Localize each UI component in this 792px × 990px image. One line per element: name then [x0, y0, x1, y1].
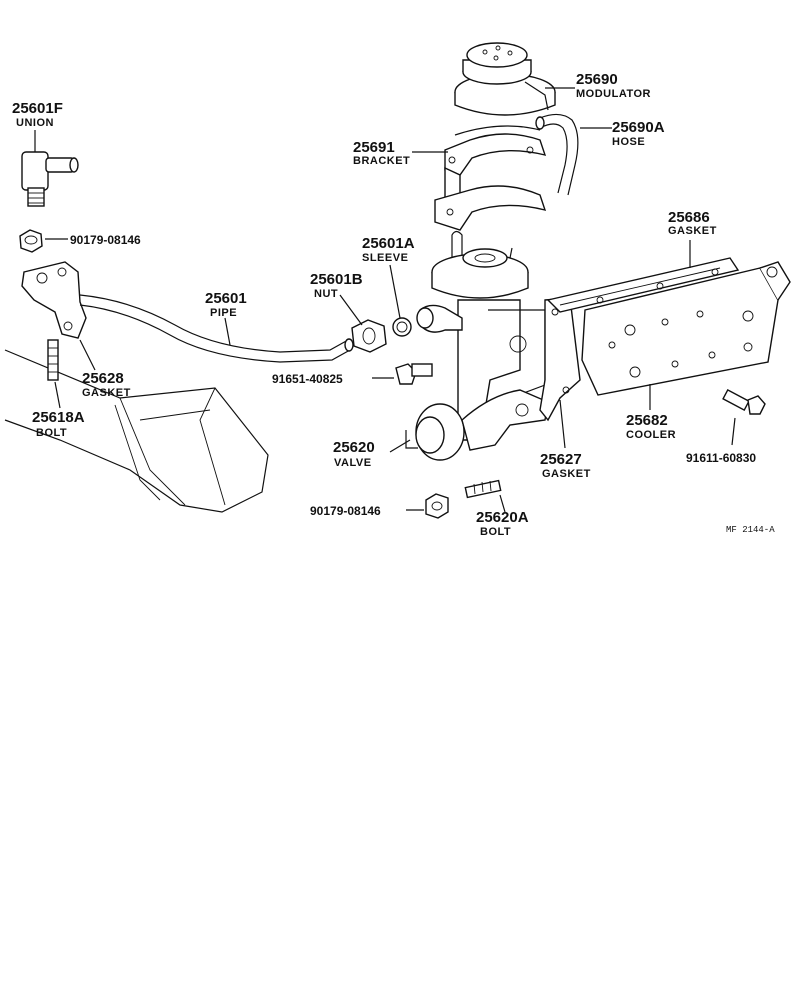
label-25691: 25691 BRACKET: [353, 139, 410, 167]
part-number: 25601B: [310, 271, 363, 288]
part-name: BRACKET: [353, 155, 410, 167]
part-number: 25601A: [362, 235, 415, 252]
label-25620: 25620 VALVE: [333, 439, 375, 469]
stud-bolt-part: [464, 479, 502, 499]
part-number: 91651-40825: [272, 372, 343, 386]
part-name: GASKET: [542, 468, 591, 480]
part-number: 25620A: [476, 509, 529, 526]
label-91651: 91651-40825: [272, 372, 343, 386]
label-25627: 25627 GASKET: [540, 451, 591, 480]
part-name: HOSE: [612, 136, 645, 148]
label-25628: 25628 GASKET: [82, 370, 131, 399]
part-number: 25628: [82, 370, 124, 387]
label-25601B: 25601B NUT: [310, 271, 363, 300]
bolt-part-left: [47, 339, 59, 381]
nut-part-lower: [406, 493, 449, 519]
part-name: MODULATOR: [576, 88, 651, 100]
label-25686: 25686 GASKET: [668, 209, 717, 237]
pipe-part: [21, 261, 354, 363]
label-25601A: 25601A SLEEVE: [362, 235, 415, 264]
label-25620A: 25620A BOLT: [476, 509, 529, 538]
bolt-part-cooler: [722, 389, 766, 415]
label-91611: 91611-60830: [686, 451, 756, 465]
part-number: 25690A: [612, 119, 665, 136]
nut-sleeve-parts: [351, 317, 412, 353]
leader-lines: [34, 87, 736, 513]
bolt-part-union: [372, 363, 433, 385]
part-number: 25620: [333, 439, 375, 456]
label-90179-lower: 90179-08146: [310, 504, 381, 518]
part-number: 25618A: [32, 409, 85, 426]
part-name: BOLT: [480, 526, 511, 538]
part-name: VALVE: [334, 457, 372, 469]
gasket-plate-part: [539, 297, 581, 422]
label-25601F: 25601F UNION: [12, 100, 63, 129]
part-number: 25601F: [12, 100, 63, 117]
cooler-part: [581, 261, 791, 396]
gasket-large-part: [546, 257, 740, 313]
part-name: PIPE: [210, 307, 237, 319]
label-25690: 25690 MODULATOR: [576, 71, 651, 100]
label-25690A: 25690A HOSE: [612, 119, 665, 148]
part-name: GASKET: [668, 225, 717, 237]
part-name: BOLT: [36, 427, 67, 439]
part-number: 25682: [626, 412, 668, 429]
bracket-part: [434, 125, 547, 231]
engine-block-illustration: [4, 349, 269, 513]
hose-part: [535, 113, 579, 196]
part-name: NUT: [314, 288, 338, 300]
part-name: SLEEVE: [362, 252, 408, 264]
part-number: 90179-08146: [70, 233, 141, 247]
valve-part: [405, 389, 549, 461]
modulator-part: [454, 42, 556, 116]
part-number: 25686: [668, 209, 710, 226]
part-name: GASKET: [82, 387, 131, 399]
label-25601: 25601 PIPE: [205, 290, 247, 319]
part-number: 91611-60830: [686, 451, 756, 465]
part-name: COOLER: [626, 429, 676, 441]
part-number: 25601: [205, 290, 247, 307]
label-25618A: 25618A BOLT: [32, 409, 85, 439]
nut-part-upper: [19, 229, 68, 253]
label-90179-upper: 90179-08146: [70, 233, 141, 247]
figure-reference: MF 2144-A: [726, 525, 775, 535]
label-25682: 25682 COOLER: [626, 412, 676, 441]
part-name: UNION: [16, 117, 54, 129]
part-number: 25691: [353, 139, 395, 156]
part-number: 25690: [576, 71, 618, 88]
union-part: [21, 151, 79, 207]
part-number: 25627: [540, 451, 582, 468]
egr-body-part: [416, 230, 546, 441]
part-number: 90179-08146: [310, 504, 381, 518]
